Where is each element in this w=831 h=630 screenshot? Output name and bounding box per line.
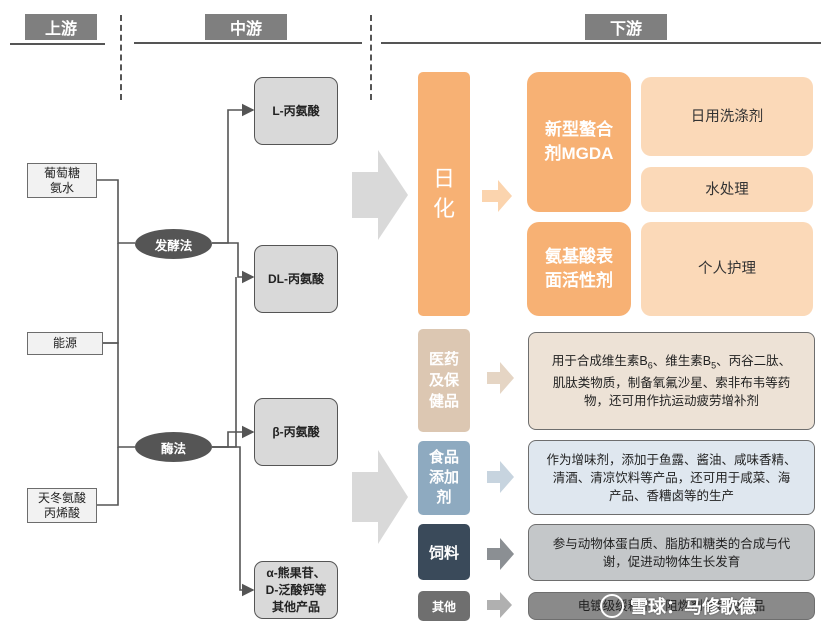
- category-other: 其他: [418, 591, 470, 621]
- line-enzyme-dl: [212, 277, 237, 448]
- product-others-line3: 其他产品: [271, 599, 320, 614]
- category-food: 食品 添加 剂: [418, 441, 470, 515]
- use-personal-care: 个人护理: [641, 222, 813, 316]
- desc-food-line3: 产品、香糟卤等的生产: [608, 488, 734, 503]
- desc-medicine: 用于合成维生素B6、维生素B5、丙谷二肽、 肌肽类物质，制备氧氟沙星、索非布韦等…: [528, 332, 815, 430]
- use-detergent: 日用洗涤剂: [641, 77, 813, 156]
- source-aspartic-line2: 丙烯酸: [43, 505, 80, 520]
- source-aspartic: 天冬氨酸 丙烯酸: [27, 488, 97, 523]
- source-glucose: 葡萄糖 氨水: [27, 163, 97, 198]
- category-food-line1: 食品: [428, 449, 459, 466]
- desc-med-t2: 、维生素B: [652, 353, 712, 368]
- group-mgda: 新型螯合 剂MGDA: [527, 72, 631, 212]
- group-mgda-line1: 新型螯合: [545, 120, 613, 139]
- header-upstream: 上游: [25, 14, 97, 40]
- use-water: 水处理: [641, 167, 813, 212]
- source-energy: 能源: [27, 332, 103, 355]
- arrow-feed: [487, 538, 514, 570]
- desc-medicine-line2: 肌肽类物质，制备氧氟沙星、索非布韦等药: [552, 376, 791, 391]
- category-daily-chemical: 日 化: [418, 72, 470, 316]
- product-others: α-熊果苷、 D-泛酸钙等 其他产品: [254, 561, 338, 619]
- header-downstream: 下游: [585, 14, 667, 40]
- group-mgda-line2: 剂MGDA: [544, 144, 614, 163]
- line-enzyme-others: [212, 446, 255, 597]
- watermark: 雪球：马修歌德: [600, 590, 756, 622]
- category-medicine: 医药 及保 健品: [418, 329, 470, 432]
- desc-med-sub2: 5: [711, 360, 717, 371]
- category-medicine-line1: 医药: [428, 351, 459, 368]
- category-medicine-line2: 及保: [428, 372, 459, 389]
- desc-other: 电镀级缓释剂、阻燃剂等其他产品: [528, 592, 815, 620]
- header-upstream-line: [10, 43, 105, 45]
- product-l-alanine: L-丙氨酸: [254, 77, 338, 145]
- separator-left: [120, 15, 122, 100]
- desc-food: 作为增味剂，添加于鱼露、酱油、咸味香精、 清酒、清凉饮料等产品，还可用于咸菜、海…: [528, 440, 815, 515]
- source-glucose-line1: 葡萄糖: [43, 165, 80, 180]
- product-beta-alanine: β-丙氨酸: [254, 398, 338, 466]
- header-downstream-line: [381, 42, 821, 44]
- method-enzyme: 酶法: [135, 432, 212, 462]
- header-midstream: 中游: [205, 14, 287, 40]
- desc-feed: 参与动物体蛋白质、脂肪和糖类的合成与代 谢，促进动物体生长发育: [528, 524, 815, 581]
- line-enzyme-beta: [212, 425, 255, 448]
- desc-med-t1: 用于合成维生素B: [551, 353, 648, 368]
- method-fermentation: 发酵法: [135, 229, 212, 259]
- desc-med-t3: 、丙谷二肽、: [716, 353, 792, 368]
- group-surfactant: 氨基酸表 面活性剂: [527, 222, 631, 316]
- source-aspartic-line1: 天冬氨酸: [37, 490, 86, 505]
- desc-food-line1: 作为增味剂，添加于鱼露、酱油、咸味香精、: [546, 452, 797, 467]
- desc-med-sub1: 6: [647, 360, 653, 371]
- line-ferm-dl: [212, 242, 255, 284]
- category-food-line3: 剂: [436, 489, 452, 506]
- desc-food-line2: 清酒、清凉饮料等产品，还可用于咸菜、海: [552, 470, 791, 485]
- arrow-food: [487, 461, 514, 493]
- category-daily-line1: 日: [432, 166, 455, 191]
- category-medicine-line3: 健品: [428, 393, 459, 410]
- product-dl-alanine: DL-丙氨酸: [254, 245, 338, 313]
- category-food-line2: 添加: [428, 469, 459, 486]
- category-daily-line2: 化: [432, 196, 455, 221]
- arrow-other: [487, 592, 512, 618]
- line-glucose-ferm: [97, 179, 135, 244]
- arrow-daily: [482, 180, 512, 212]
- group-surfactant-line2: 面活性剂: [545, 271, 613, 290]
- watermark-logo-icon: [600, 594, 624, 618]
- source-glucose-line2: 氨水: [49, 180, 74, 195]
- separator-right: [370, 15, 372, 100]
- big-arrow-bottom: [352, 450, 408, 544]
- watermark-text: 雪球：马修歌德: [630, 597, 756, 617]
- product-others-line2: D-泛酸钙等: [265, 582, 327, 597]
- product-others-line1: α-熊果苷、: [266, 565, 326, 580]
- line-ferm-l: [212, 103, 255, 244]
- category-feed: 饲料: [418, 524, 470, 580]
- big-arrow-top: [352, 150, 408, 240]
- line-energy-ferm: [103, 243, 119, 344]
- desc-medicine-line1: 用于合成维生素B6、维生素B5、丙谷二肽、: [552, 352, 791, 375]
- line-aspartic-enzyme: [97, 447, 119, 506]
- line-energy-enzyme: [103, 342, 135, 448]
- header-midstream-line: [134, 42, 362, 44]
- arrow-medicine: [487, 362, 514, 394]
- desc-feed-line2: 谢，促进动物体生长发育: [602, 554, 741, 569]
- desc-feed-line1: 参与动物体蛋白质、脂肪和糖类的合成与代: [552, 536, 791, 551]
- desc-medicine-line3: 物，还可用作抗运动疲劳增补剂: [583, 394, 759, 409]
- group-surfactant-line1: 氨基酸表: [545, 247, 613, 266]
